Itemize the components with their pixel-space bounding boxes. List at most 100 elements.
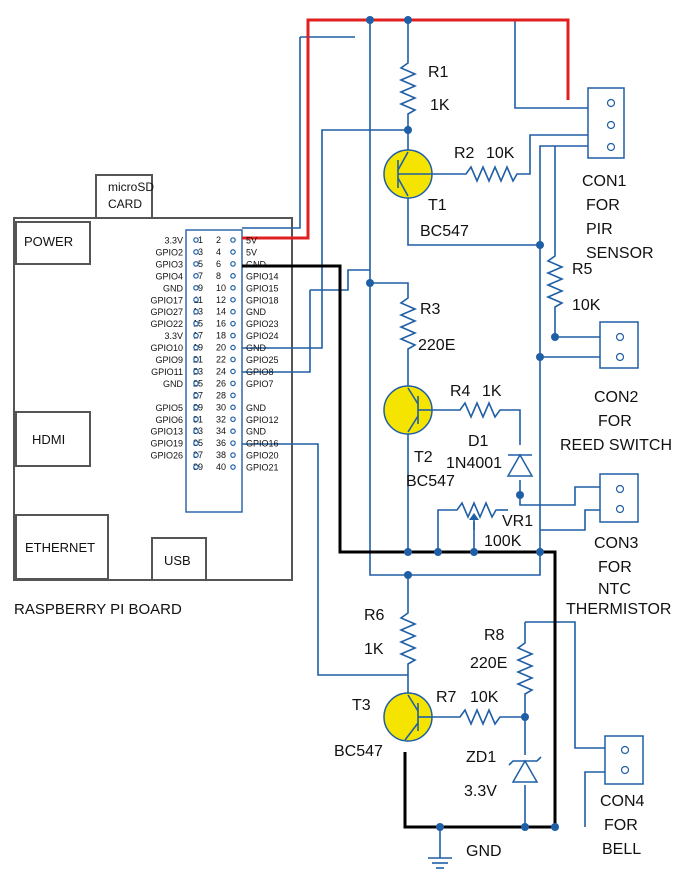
label-r7: R7 [436,689,457,706]
label-t2-type: BC547 [406,473,455,490]
header-pin [193,249,199,255]
gpio-label-right: GPIO12 [246,415,279,425]
diodes [506,453,542,783]
transistor-t1 [383,149,433,199]
label-r6-value: 1K [364,641,384,658]
component-labels: R1 1K R2 10K T1 BC547 R5 10K R3 220E R4 … [334,64,601,860]
diode-d1 [506,453,534,477]
wire-gpio24 [242,129,408,349]
connector-labels: CON1 FOR PIR SENSOR CON2 FOR REED SWITCH… [560,173,672,858]
header-pin [230,464,236,470]
wire-r2-con1 [520,134,588,175]
gpio-label-right: GND [246,427,267,437]
label-con4-for: FOR [604,817,638,834]
wire-vr1-left [437,509,452,552]
label-t1-type: BC547 [420,223,469,240]
gpio-label-right: GPIO7 [246,379,274,389]
pin-number: 16 [216,319,226,329]
usb-label: USB [164,553,191,568]
gpio-label-left: GPIO22 [150,319,183,329]
pin-number: 3 [198,247,203,257]
label-r1: R1 [428,64,449,81]
gpio-label-left: GPIO13 [150,427,183,437]
label-r4-value: 1K [482,383,502,400]
gpio-label-right: GPIO23 [246,319,279,329]
header-pin [230,380,236,387]
resistor-r1 [398,57,418,117]
label-r3-value: 220E [418,337,455,354]
header-pin [230,320,236,327]
label-r6: R6 [364,607,385,624]
label-t3-type: BC547 [334,743,383,760]
header-pin [193,428,199,435]
header-pin [230,308,236,315]
pin-number: 20 [216,343,226,353]
header-pin [230,296,236,303]
connector-con4 [604,735,644,785]
gpio-label-right: 5V [246,247,257,257]
header-pin [193,296,199,303]
header-pin [193,440,199,446]
header-pin [193,308,199,315]
label-con2-for: FOR [598,413,632,430]
pin-number: 36 [216,438,226,448]
ground-symbol [428,857,452,869]
label-vr1-value: 100K [484,533,522,550]
header-pin [230,356,236,363]
header-pin [193,273,199,279]
label-r2: R2 [454,145,475,162]
pin-number: 9 [198,283,203,293]
pin-number: 40 [216,462,226,472]
wire-gpio25 [310,269,370,291]
wire-con3-top [519,486,600,506]
pin-number: 14 [216,307,226,317]
header-pin [193,261,199,267]
junction-dots [366,16,559,831]
label-con3-thermistor: THERMISTOR [566,601,671,618]
resistor-r4 [455,400,505,420]
gpio-label-right: 5V [246,236,257,246]
header-pin [193,332,199,339]
gpio-header [185,229,243,513]
gpio-label-left: 3.3V [164,331,183,341]
usb-port [151,537,207,581]
pin-number: 4 [216,247,221,257]
gpio-label-right: GND [246,307,267,317]
resistors [398,57,565,727]
label-con2: CON2 [594,389,639,406]
pin-number: 7 [198,271,203,281]
label-r8: R8 [484,627,505,644]
gpio-header-pins: 1234567891011121314151617181920212223242… [193,235,236,472]
header-pin [230,440,236,446]
header-pin [193,452,199,458]
wire-gpio25-pin [242,290,311,373]
gpio-label-left: GPIO11 [151,367,183,377]
label-con2-reed: REED SWITCH [560,437,672,454]
header-pin [193,344,199,351]
pin-number: 5 [198,259,203,269]
label-r2-value: 10K [486,145,515,162]
gpio-label-left: 3.3V [164,236,183,246]
gpio-label-left: GPIO9 [155,355,183,365]
pin-number: 28 [216,390,226,400]
header-pin [193,237,199,243]
header-pin [230,392,236,399]
gpio-label-right: GPIO21 [246,463,279,473]
connector-con2 [599,321,639,369]
label-r5-value: 10K [572,297,601,314]
pin-number: 2 [216,235,221,245]
connector-con1 [587,87,625,159]
label-r1-value: 1K [430,97,450,114]
header-pin [230,404,236,411]
hdmi-port [15,411,91,467]
wire-main-vertical [369,20,541,576]
zener-zd1 [511,759,539,783]
label-gnd: GND [466,843,502,860]
gpio-label-left: GND [163,379,184,389]
gpio-label-right: GPIO20 [246,451,279,461]
board-name: RASPBERRY PI BOARD [14,601,182,618]
gpio-label-left: GPIO2 [155,247,183,257]
gpio-label-right: GND [246,403,267,413]
